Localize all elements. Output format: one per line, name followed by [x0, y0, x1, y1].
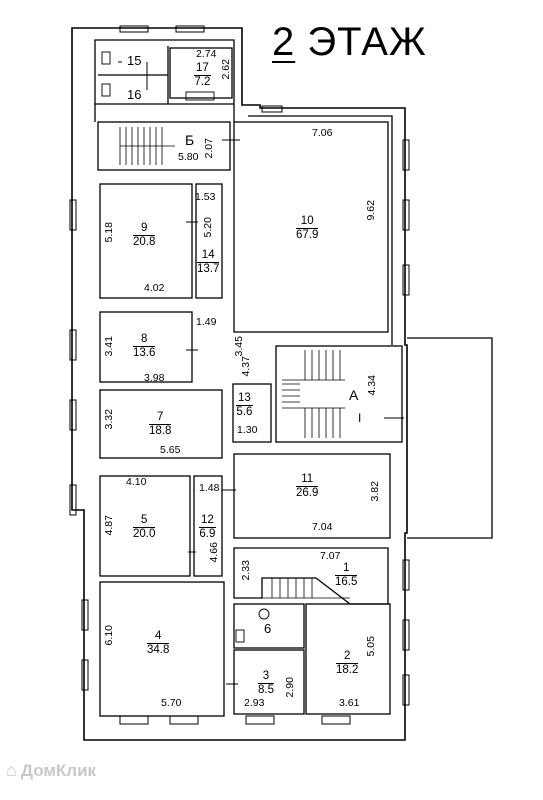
room-12-wall [193, 475, 223, 577]
dim-label: 5.65 [160, 444, 181, 456]
dim-label: 5.05 [364, 636, 377, 657]
room-1-steps [262, 578, 350, 599]
roman-one-label: I [358, 411, 362, 425]
dim-label: 2.07 [202, 138, 215, 159]
room-14-wall [195, 183, 223, 299]
dim-label: 3.82 [368, 481, 381, 502]
floor-word: ЭТАЖ [307, 20, 427, 64]
room-11-wall [233, 453, 391, 539]
dim-label: 4.66 [207, 542, 220, 563]
dim-label: 5.20 [201, 217, 214, 238]
house-icon: ⌂ [6, 760, 17, 780]
dim-label: 1.49 [196, 316, 217, 328]
room-6-label: 6 [264, 621, 272, 636]
stair-a-steps [282, 350, 345, 438]
dim-label: 3.45 [232, 336, 245, 357]
washbasin-fixture [258, 608, 270, 620]
floor-title: 2 ЭТАЖ [272, 22, 427, 62]
corridor-wall [94, 104, 393, 345]
dim-label: 3.98 [144, 372, 165, 384]
stair-b-steps [119, 127, 175, 165]
stair-a-block [275, 345, 403, 443]
room-9-wall [99, 183, 193, 299]
door-marks [118, 61, 404, 685]
room-13-wall [232, 383, 272, 443]
dim-label: 1.53 [195, 191, 216, 203]
dim-label: 4.87 [102, 515, 115, 536]
dim-label: 7.07 [320, 550, 341, 562]
toilet-fixture-2 [101, 83, 111, 97]
toilet-fixture-6 [235, 629, 245, 643]
toilet-fixture [101, 51, 111, 65]
dim-label: 5.70 [161, 697, 182, 709]
room-7-wall [99, 389, 223, 459]
room-8-wall [99, 311, 193, 383]
dim-label: 4.10 [126, 476, 147, 488]
stair-b-block [97, 121, 231, 171]
floor-number: 2 [272, 20, 296, 64]
dim-label: 2.90 [283, 677, 296, 698]
dim-label: 2.93 [244, 697, 265, 709]
outer-wall [71, 27, 408, 741]
dim-label: 9.62 [364, 200, 377, 221]
room-6-wall [233, 603, 305, 649]
dim-label: 5.80 [178, 151, 199, 163]
dim-label: 7.06 [312, 127, 333, 139]
dim-label: 2.33 [239, 560, 252, 581]
dim-label: 7.04 [312, 521, 333, 533]
annex-outline [407, 337, 493, 539]
room-17-wall [169, 47, 233, 99]
window-marks [69, 25, 410, 725]
dim-label: 2.74 [196, 48, 217, 60]
dim-label: 4.37 [239, 356, 252, 377]
dim-label: 4.34 [365, 375, 378, 396]
dim-label: 4.02 [144, 282, 165, 294]
stair-a-label: А [349, 387, 359, 403]
dim-label: 2.62 [219, 59, 232, 80]
room-4-wall [99, 581, 225, 717]
room-5-wall [99, 475, 191, 577]
dim-label: 5.18 [102, 222, 115, 243]
dim-label: 6.10 [102, 625, 115, 646]
dim-label: 1.48 [199, 482, 220, 494]
room-2-wall [305, 603, 391, 715]
stair-b-label: Б [185, 132, 195, 148]
dim-label: 3.41 [102, 336, 115, 357]
room-3-wall [233, 649, 305, 715]
watermark: ⌂ДомКлик [6, 760, 96, 781]
room-16-label: 16 [127, 87, 142, 102]
room-1-wall [233, 547, 389, 605]
room-10-wall [233, 121, 389, 333]
room-15-label: 15 [127, 53, 142, 68]
sink-fixture [185, 91, 215, 101]
dim-label: 3.32 [102, 409, 115, 430]
dim-label: 3.61 [339, 697, 360, 709]
watermark-text: ДомКлик [20, 761, 97, 780]
dim-label: 1.30 [237, 424, 258, 436]
